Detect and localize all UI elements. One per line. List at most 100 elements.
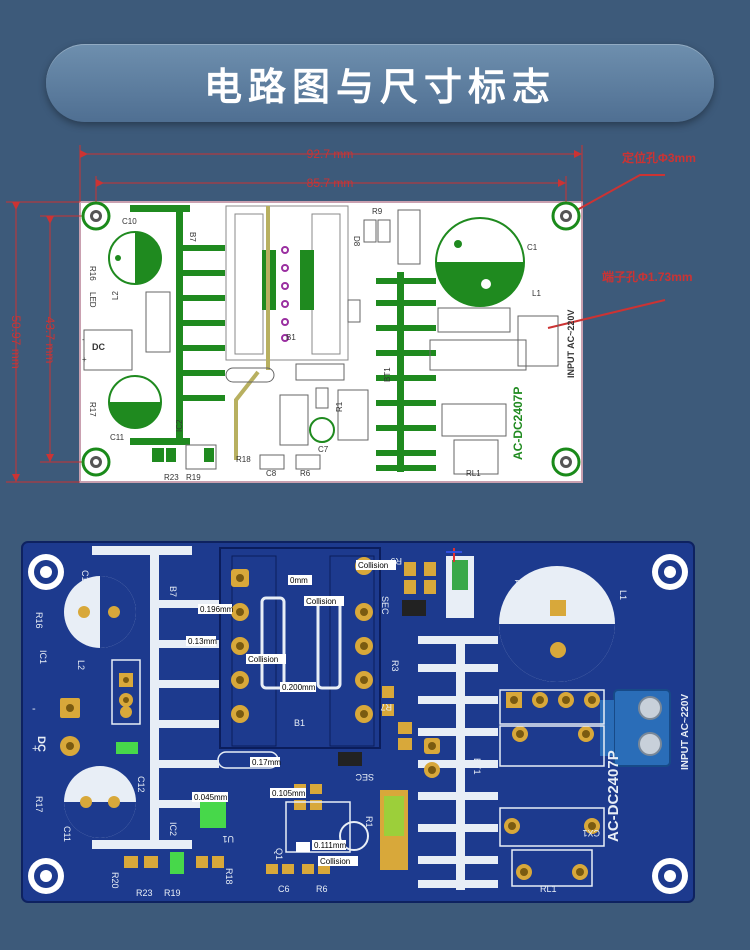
c8-label-silk: C8 (266, 469, 277, 478)
drc-measure-4: 0mm (290, 576, 308, 585)
r1-label-silk: R1 (335, 401, 344, 412)
led-label-silk: LED (88, 292, 97, 308)
r6-label-silk: R6 (300, 469, 311, 478)
pcb-transformer (219, 547, 381, 749)
terminal-hole-callout: 端子孔Φ1.73mm (602, 269, 693, 284)
r9-label-silk: R9 (372, 207, 383, 216)
c10-label-pcb: C10 (80, 570, 90, 587)
drc-measure-7: 0.105mm (272, 789, 306, 798)
transformer-pins (281, 246, 289, 342)
input-label-pcb: INPUT AC~220V (680, 694, 691, 770)
drc-annotations: 0.196mm 0.13mm 0.200mm 0mm 0.17mm 0.045m… (186, 560, 396, 866)
sec-label-pcb-2: SEC (355, 772, 374, 782)
c6-label-pcb: C6 (278, 884, 290, 894)
dc-label-silk: DC (92, 342, 105, 352)
capacitor-c11-silk (108, 375, 162, 429)
dc-plus-silk: + (82, 355, 87, 364)
pcb-capacitor-c10 (64, 576, 136, 648)
model-label-silk: AC-DC2407P (511, 387, 525, 460)
dimension-lines (6, 145, 583, 483)
l1-label-pcb: L1 (618, 590, 628, 600)
r19-label-silk: R19 (186, 473, 201, 482)
drc-collision-4: Collision (320, 857, 350, 866)
drc-measure-8: 0.111mm (314, 841, 346, 850)
bt1-label-silk: BT1 (383, 367, 392, 382)
rl1-label-pcb: RL1 (540, 884, 557, 894)
r6-label-pcb: R6 (316, 884, 328, 894)
dc-plus-pcb: + (32, 743, 38, 755)
r1-label-pcb: R1 (364, 816, 374, 828)
r23-label-pcb: R23 (136, 888, 153, 898)
mount-holes (81, 201, 581, 477)
l2-label-silk: L2 (111, 291, 120, 300)
u1-label-pcb: U1 (222, 834, 234, 844)
dc-minus-silk: - (82, 335, 85, 344)
l1-label-silk: L1 (532, 289, 541, 298)
drc-collision-2: Collision (248, 655, 278, 664)
ic2-label-silk: IC2 (175, 419, 184, 432)
ic2-label-pcb: IC2 (168, 822, 178, 836)
title-banner: 电路图与尺寸标志 (46, 44, 714, 122)
c11-label-silk: C11 (110, 433, 125, 442)
dim-height-outer: 50.97 mm (9, 315, 23, 368)
drc-measure-2: 0.13mm (188, 637, 217, 646)
pcb-mount-holes (28, 554, 688, 894)
r3-label-pcb: R3 (390, 660, 400, 672)
capacitor-c1-silk (435, 217, 525, 307)
l2-label-pcb: L2 (76, 660, 86, 670)
c12-label-pcb: C12 (136, 776, 146, 793)
pcb-diode (402, 600, 426, 616)
r19-label-pcb: R19 (164, 888, 181, 898)
b1-label-pcb: B1 (294, 718, 305, 728)
r17-label-pcb: R17 (34, 796, 44, 813)
b7-label-pcb: B7 (168, 586, 178, 597)
c1-label-pcb: C1 (514, 578, 526, 588)
drc-measure-1: 0.196mm (200, 605, 234, 614)
heatsink-right (376, 272, 436, 472)
bt1-label-pcb: BT1 (472, 758, 482, 775)
r7-label-pcb: R7 (380, 702, 392, 712)
component-outlines (83, 209, 559, 475)
ic1-label-pcb: IC1 (38, 650, 48, 664)
b7-label-silk: B7 (188, 232, 197, 242)
input-label-silk: INPUT AC~220V (566, 310, 576, 378)
r16-label-silk: R16 (88, 266, 97, 281)
drc-collision-3: Collision (358, 561, 388, 570)
dim-height-inner: 43.7 mm (43, 317, 57, 364)
c1-label-silk: C1 (527, 243, 538, 252)
pcb-terminal-block (600, 689, 671, 767)
dim-width-outer: 92.7 mm (307, 147, 354, 161)
drc-measure-3: 0.200mm (282, 683, 316, 692)
origin-marker (446, 548, 462, 562)
d8-label-silk: D8 (352, 236, 361, 247)
c7-label-silk: C7 (318, 445, 329, 454)
dc-minus-pcb: - (32, 703, 36, 715)
pcb-heatsink-right (418, 636, 498, 890)
page-title: 电路图与尺寸标志 (203, 64, 556, 109)
b1-label-silk: B1 (286, 333, 296, 342)
pcb-render: AC-DC2407P INPUT AC~220V DC - + BT1 B1 R… (21, 541, 695, 903)
mount-hole-callout: 定位孔Φ3mm (622, 150, 696, 165)
q1-label-pcb: Q1 (274, 848, 284, 860)
r20-label-pcb: R20 (110, 872, 120, 889)
r17-label-silk: R17 (88, 402, 97, 417)
dim-width-inner: 85.7 mm (307, 176, 354, 190)
model-label-pcb: AC-DC2407P (605, 750, 622, 842)
pcb-tht-pads (60, 557, 600, 880)
terminal-hole-leader (547, 299, 666, 329)
rl1-label-silk: RL1 (466, 469, 481, 478)
heatsink-left (130, 205, 225, 445)
r18-label-silk: R18 (236, 455, 251, 464)
c10-label-silk: C10 (122, 217, 137, 226)
pcb-led (116, 742, 138, 754)
green-pads (152, 448, 214, 462)
drc-collision-1: Collision (306, 597, 336, 606)
sec-label-pcb: SEC (380, 596, 390, 615)
capacitor-c10-silk (108, 231, 162, 285)
cx1-label-pcb: CX1 (582, 828, 600, 838)
dc-label-pcb: DC (35, 736, 47, 752)
mount-hole-leader (567, 174, 665, 216)
r23-label-silk: R23 (164, 473, 179, 482)
pcb-capacitor-c1 (499, 566, 615, 682)
